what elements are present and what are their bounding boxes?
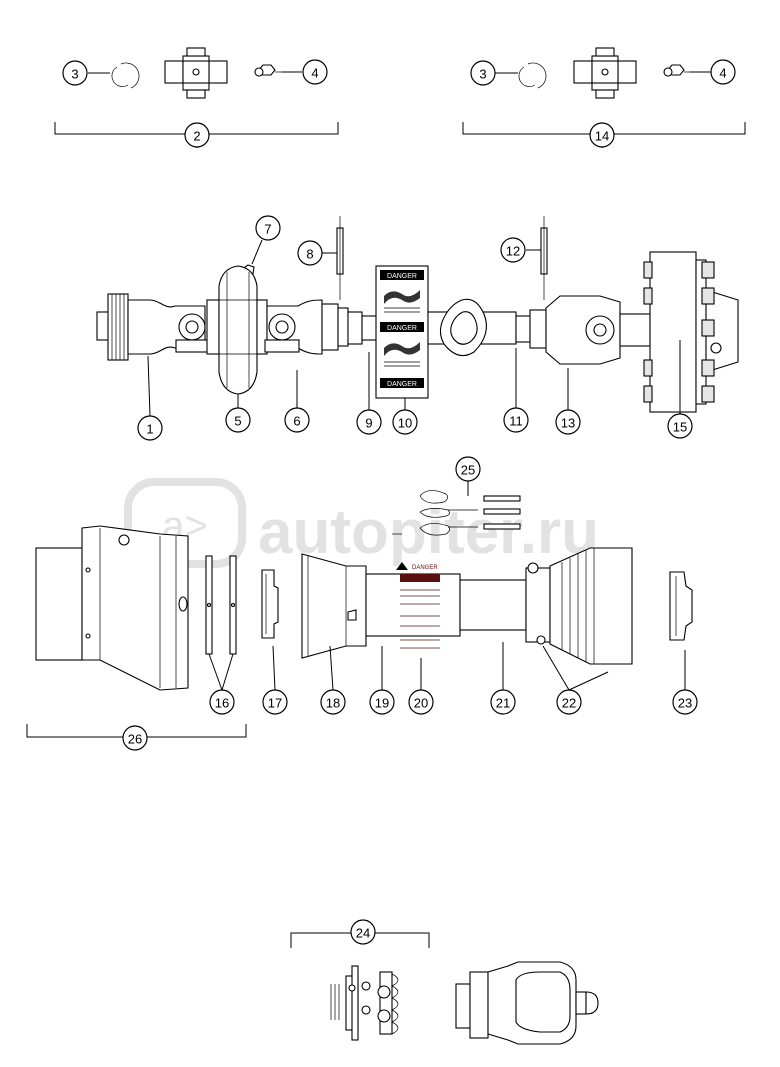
svg-text:24: 24 (356, 926, 370, 941)
danger-heading-4: DANGER (412, 565, 438, 571)
svg-text:8: 8 (306, 247, 313, 262)
guard-assembly: DANGER (26, 490, 693, 738)
callout-1: 1 (137, 415, 163, 441)
guard-tube-outer-21 (459, 579, 527, 631)
svg-text:6: 6 (293, 414, 300, 429)
guard-cone-26 (35, 525, 189, 691)
svg-text:5: 5 (234, 414, 241, 429)
callout-15: 15 (667, 413, 693, 439)
callout-12: 12 (500, 237, 526, 263)
yoke-6 (264, 299, 349, 355)
callout-4-left: 4 (302, 59, 328, 85)
svg-text:3: 3 (71, 67, 78, 82)
warning-label-10: DANGER DANGER DANGER (375, 265, 429, 399)
callout-14: 14 (589, 122, 615, 148)
callout-6: 6 (284, 407, 310, 433)
svg-text:4: 4 (719, 66, 726, 81)
callout-7: 7 (255, 215, 281, 241)
splined-yoke-left (96, 293, 211, 361)
guard-inner-cone-18 (301, 553, 367, 659)
guard-outer-cone-22 (525, 547, 633, 665)
clutch-kit-24 (290, 932, 599, 1045)
svg-text:16: 16 (215, 696, 229, 711)
watermark-text: autopiter.ru (258, 498, 599, 567)
circlip-left (120, 62, 140, 89)
callout-16: 16 (209, 689, 235, 715)
callout-22: 22 (556, 689, 582, 715)
svg-text:23: 23 (678, 696, 692, 711)
svg-text:3: 3 (479, 67, 486, 82)
callout-24: 24 (350, 919, 376, 945)
callout-17: 17 (262, 689, 288, 715)
grease-nipple-right (663, 64, 691, 77)
tube-profile-section (439, 298, 487, 357)
callout-9: 9 (356, 409, 382, 435)
callout-25: 25 (455, 456, 481, 482)
guard-tube-inner-19 (365, 573, 461, 637)
callout-2: 2 (184, 122, 210, 148)
svg-text:4: 4 (311, 66, 318, 81)
svg-text:26: 26 (128, 732, 142, 747)
cross-kit-left (54, 47, 339, 135)
danger-heading-2: DANGER (387, 325, 417, 332)
svg-text:9: 9 (365, 416, 372, 431)
callout-26: 26 (122, 725, 148, 751)
svg-text:7: 7 (264, 222, 271, 237)
callout-18: 18 (320, 689, 346, 715)
svg-text:19: 19 (375, 696, 389, 711)
svg-text:2: 2 (193, 129, 200, 144)
callout-20: 20 (408, 689, 434, 715)
svg-text:12: 12 (506, 244, 520, 259)
callout-8: 8 (297, 240, 323, 266)
spider-cross-left (164, 47, 228, 99)
svg-text:13: 13 (561, 416, 575, 431)
svg-text:20: 20 (414, 696, 428, 711)
callout-23: 23 (672, 689, 698, 715)
retaining-clip-23 (669, 571, 693, 641)
callout-11: 11 (503, 407, 529, 433)
callout-19: 19 (369, 689, 395, 715)
svg-text:21: 21 (496, 696, 510, 711)
yoke-13 (515, 295, 651, 365)
main-shaft-assembly: DANGER DANGER DANGER (96, 216, 739, 413)
chain-kit-25 (392, 490, 521, 536)
danger-heading-3: DANGER (387, 381, 417, 388)
callout-10: 10 (392, 409, 418, 435)
svg-text:14: 14 (595, 129, 609, 144)
svg-text:11: 11 (509, 414, 523, 429)
inner-tube-collar (347, 311, 363, 345)
svg-text:18: 18 (326, 696, 340, 711)
callout-3-left: 3 (62, 60, 88, 86)
callout-5: 5 (225, 407, 251, 433)
callout-3-right: 3 (470, 60, 496, 86)
danger-heading-1: DANGER (387, 273, 417, 280)
svg-text:17: 17 (268, 696, 282, 711)
callout-4-right: 4 (710, 59, 736, 85)
callout-13: 13 (555, 409, 581, 435)
warning-label-20: DANGER (396, 562, 440, 649)
retaining-clip-17 (261, 569, 279, 639)
svg-text:15: 15 (673, 420, 687, 435)
circlip-right (527, 62, 547, 89)
friction-clutch-15 (643, 251, 739, 413)
svg-text:22: 22 (562, 696, 576, 711)
grease-nipple-left (254, 64, 282, 77)
svg-text:10: 10 (398, 416, 412, 431)
callout-21: 21 (490, 689, 516, 715)
svg-text:1: 1 (146, 422, 153, 437)
svg-text:25: 25 (461, 463, 475, 478)
bearing-rings-16 (205, 555, 237, 655)
centre-housing (206, 265, 268, 395)
cross-kit-right (462, 47, 746, 135)
watermark: a> autopiter.ru (124, 478, 599, 568)
spider-cross-right (573, 47, 637, 99)
